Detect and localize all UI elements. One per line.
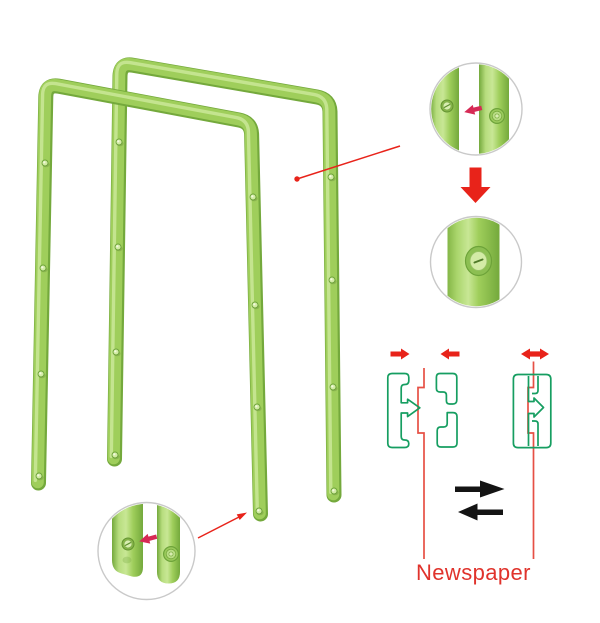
clamp-seam-hook-bottom	[532, 420, 539, 446]
frame-back	[107, 57, 342, 503]
leader-arrowhead	[236, 512, 247, 520]
insert-remove-arrows	[455, 480, 505, 521]
leader-dot	[294, 176, 300, 182]
countersunk-hole-detail	[489, 107, 505, 125]
black-right-arrow-icon	[455, 480, 505, 498]
leader-line-top	[294, 145, 401, 182]
profile-sections-open	[386, 348, 460, 559]
countersunk-hole-detail	[163, 545, 179, 563]
receiver-profile-bottom	[436, 411, 458, 448]
black-left-arrow-icon	[458, 503, 503, 521]
screw-detail	[121, 537, 135, 551]
frame-back-screws	[111, 138, 340, 496]
screw-detail	[440, 99, 454, 113]
profile-section-closed	[512, 348, 552, 559]
red-left-arrow-icon	[440, 348, 460, 360]
red-right-arrow-icon	[390, 348, 410, 360]
receiver-profile-top	[435, 372, 458, 405]
lower-hole-shadow	[122, 556, 132, 564]
screw-slot	[473, 258, 484, 264]
newspaper-section-line-right	[527, 361, 535, 559]
newspaper-label: Newspaper	[416, 560, 531, 585]
callout-posts-joined	[429, 215, 523, 309]
callout-leg-bottoms	[97, 501, 247, 601]
clamp-outer-closed	[512, 373, 552, 449]
frame-front	[31, 78, 268, 522]
clamp-seam-hook-top	[532, 376, 539, 395]
red-down-arrow-icon	[460, 167, 491, 203]
leg-bottom-with-hole	[157, 503, 180, 584]
red-double-arrow-icon	[521, 348, 549, 360]
frame-front-screws	[35, 159, 265, 516]
leader-line-bottom	[197, 512, 247, 539]
newspaper-section-line-left	[417, 368, 425, 559]
clamp-seam-left-tab	[527, 376, 545, 446]
callout-posts-apart	[429, 62, 523, 156]
clamp-profile-left	[386, 372, 421, 449]
